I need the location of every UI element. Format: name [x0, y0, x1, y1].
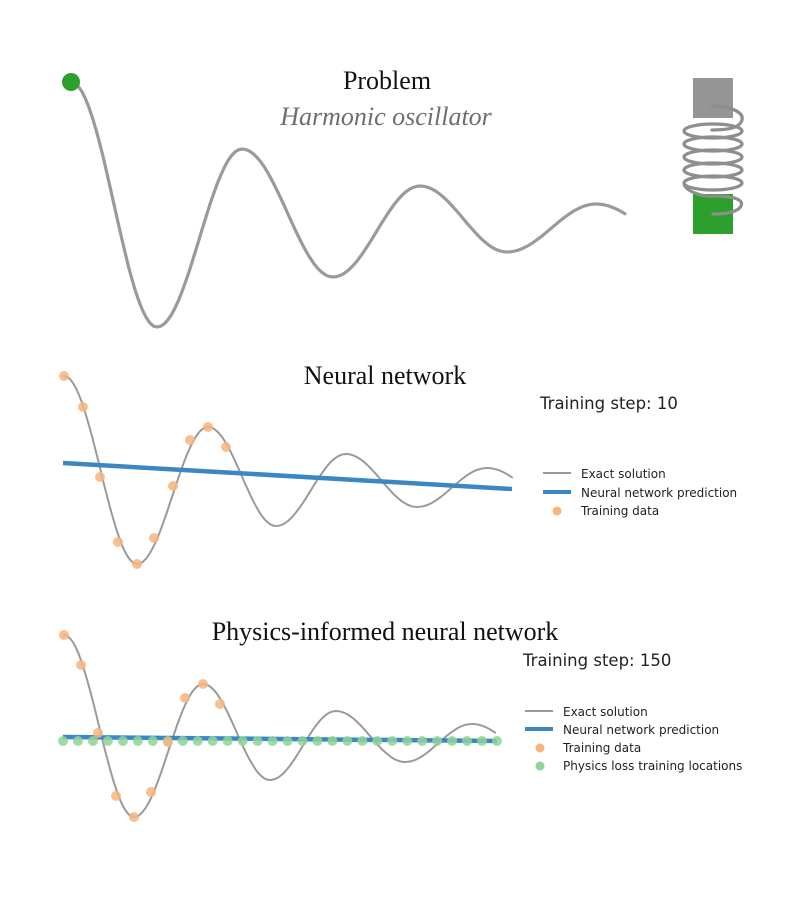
pinn-legend: Exact solution Neural network prediction… [525, 705, 742, 773]
physics-loss-point [357, 736, 368, 746]
physics-loss-point [462, 736, 473, 746]
physics-loss-point [387, 736, 398, 746]
training-data-point [198, 679, 208, 689]
physics-loss-point [102, 736, 113, 746]
physics-loss-point [402, 736, 413, 746]
training-data-point [163, 737, 173, 747]
physics-loss-point [267, 736, 278, 746]
pinn-panel: Physics-informed neural network Training… [58, 617, 742, 822]
physics-loss-point [147, 736, 158, 746]
legend-exact-label: Exact solution [581, 467, 666, 481]
training-data-point [129, 812, 139, 822]
training-data-point [215, 699, 225, 709]
legend-physics-swatch [535, 761, 545, 771]
training-data-point [203, 422, 213, 432]
start-point-dot [62, 73, 80, 91]
nn-title: Neural network [304, 361, 466, 390]
nn-legend: Exact solution Neural network prediction… [543, 467, 737, 518]
legend-training-label: Training data [580, 504, 659, 518]
training-data-point [95, 472, 105, 482]
problem-panel: Problem Harmonic oscillator [62, 66, 744, 329]
problem-subtitle: Harmonic oscillator [279, 102, 492, 131]
physics-loss-point [312, 736, 323, 746]
pinn-training-step: Training step: 150 [522, 651, 671, 670]
physics-loss-point [222, 736, 233, 746]
spring-mass-icon [682, 78, 744, 234]
legend-training-swatch [535, 743, 545, 753]
legend-physics-label: Physics loss training locations [563, 759, 742, 773]
pinn-title: Physics-informed neural network [212, 617, 559, 646]
training-data-point [111, 791, 121, 801]
physics-loss-point [297, 736, 308, 746]
physics-loss-point [207, 736, 218, 746]
physics-loss-point [372, 736, 383, 746]
legend-training-swatch [552, 506, 562, 516]
training-data-point [59, 630, 69, 640]
nn-panel: Neural network Training step: 10 Exact s… [59, 361, 737, 569]
physics-loss-point [492, 736, 502, 746]
physics-loss-point [177, 736, 188, 746]
pinn-prediction-line [62, 734, 498, 744]
training-data-point [149, 533, 159, 543]
nn-training-step: Training step: 10 [539, 394, 678, 413]
training-data-point [132, 559, 142, 569]
ceiling-block [693, 78, 733, 118]
training-data-point [168, 481, 178, 491]
training-data-point [185, 435, 195, 445]
pinn-training-points [59, 630, 225, 822]
training-data-point [113, 537, 123, 547]
nn-training-points [59, 371, 231, 569]
physics-loss-point [432, 736, 443, 746]
physics-loss-point [132, 736, 143, 746]
nn-prediction-line [62, 460, 513, 492]
problem-title: Problem [343, 66, 431, 95]
physics-loss-points [58, 736, 502, 746]
physics-loss-point [282, 736, 293, 746]
physics-loss-point [447, 736, 458, 746]
training-data-point [180, 693, 190, 703]
physics-loss-point [58, 736, 68, 746]
physics-loss-point [342, 736, 353, 746]
nn-exact-curve [63, 375, 513, 566]
legend-prediction-label: Neural network prediction [563, 723, 719, 737]
training-data-point [93, 728, 103, 738]
physics-loss-point [237, 736, 248, 746]
legend-exact-label: Exact solution [563, 705, 648, 719]
physics-loss-point [192, 736, 203, 746]
oscillator-curve [69, 80, 627, 329]
legend-training-label: Training data [562, 741, 641, 755]
training-data-point [59, 371, 69, 381]
legend-prediction-label: Neural network prediction [581, 486, 737, 500]
training-data-point [76, 660, 86, 670]
physics-loss-point [87, 736, 98, 746]
physics-loss-point [72, 736, 83, 746]
physics-loss-point [417, 736, 428, 746]
spring-coil-icon [682, 104, 744, 216]
training-data-point [146, 787, 156, 797]
physics-loss-point [327, 736, 338, 746]
physics-loss-point [117, 736, 128, 746]
pinn-exact-curve [63, 634, 496, 819]
physics-loss-point [477, 736, 488, 746]
training-data-point [221, 442, 231, 452]
training-data-point [78, 402, 88, 412]
physics-loss-point [252, 736, 263, 746]
